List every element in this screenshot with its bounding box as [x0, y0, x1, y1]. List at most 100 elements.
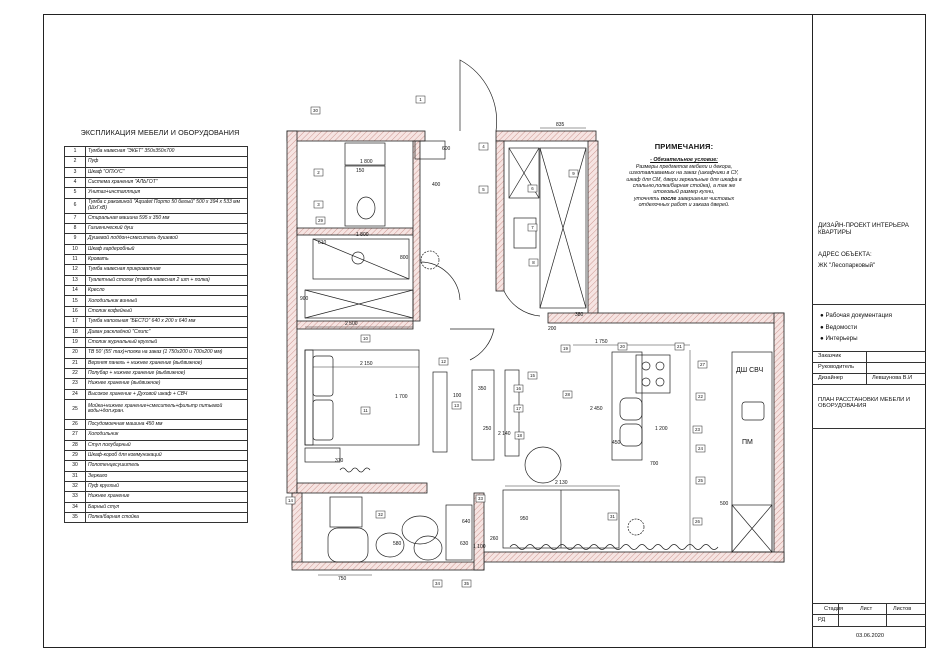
element-tag-number: 11	[363, 408, 368, 413]
stage-header: Стадия	[824, 606, 844, 612]
element-tag: 18	[514, 431, 525, 440]
element-tag-number: 12	[441, 359, 446, 364]
element-tag-number: 1	[419, 97, 422, 102]
element-tag-number: 9	[572, 171, 575, 176]
tv-stand	[504, 369, 520, 457]
element-tag-number: 3	[317, 202, 320, 207]
date: 03.06.2020	[856, 633, 884, 639]
dimension-label: 600	[442, 146, 451, 152]
wall-east-upper	[587, 140, 599, 322]
bedroom-tv	[471, 369, 495, 461]
element-tag: 12	[438, 357, 449, 366]
customer-label: Заказчик	[818, 353, 841, 359]
element-tag: 1	[415, 95, 426, 104]
element-tag: 30	[310, 106, 321, 115]
doors	[419, 59, 541, 361]
dimension-label: 835	[556, 122, 565, 128]
dimension-label: 1 800	[360, 159, 373, 165]
element-tag: 19	[560, 344, 571, 353]
element-tag-number: 33	[478, 496, 483, 501]
element-tag: 13	[451, 401, 462, 410]
storage-algot	[344, 165, 386, 227]
bath-cabinet	[344, 142, 386, 166]
element-tag: 34	[432, 579, 443, 588]
wall-north-mid	[495, 130, 597, 142]
element-tag: 16	[513, 384, 524, 393]
wall-west	[286, 130, 298, 494]
element-tag-number: 22	[698, 394, 703, 399]
element-tag: 23	[692, 425, 703, 434]
element-tag: 15	[527, 371, 538, 380]
wardrobe-tall	[539, 147, 587, 309]
title-block-vline	[838, 603, 839, 626]
dimension-label: 700	[650, 461, 659, 467]
notes-heading: ПРИМЕЧАНИЯ:	[654, 142, 714, 151]
legend-title: ЭКСПЛИКАЦИЯ МЕБЕЛИ И ОБОРУДОВАНИЯ	[80, 128, 240, 137]
appliance-label-oven: ДШ СВЧ	[736, 367, 764, 374]
dimension-label: 640	[462, 519, 471, 525]
wall-bath-east	[412, 140, 421, 322]
balcony-storage	[445, 504, 473, 561]
dimension-label: 380	[575, 312, 584, 318]
element-tag-number: 7	[531, 225, 534, 230]
element-tag: 3	[313, 200, 324, 209]
element-tag: 26	[692, 517, 703, 526]
title-block-divider	[812, 362, 926, 363]
pillow-2	[312, 399, 334, 441]
wall-bedroom-south	[296, 482, 428, 494]
curtain-bedroom	[339, 467, 371, 473]
armchair-2	[413, 535, 443, 561]
element-tag: 7	[527, 223, 538, 232]
kitchen-column	[731, 351, 773, 553]
element-tag: 6	[527, 184, 538, 193]
dimension-label: 900	[300, 296, 309, 302]
element-tag-number: 10	[363, 336, 368, 341]
element-tag-number: 18	[517, 433, 522, 438]
dimension-lines	[305, 127, 691, 576]
element-tag: 5	[478, 185, 489, 194]
sheet-header: Лист	[860, 606, 873, 612]
title-block-divider	[812, 351, 926, 352]
element-tag-number: 31	[610, 514, 615, 519]
dimension-label: 1 750	[595, 339, 608, 345]
bar-stool-1	[619, 397, 643, 421]
notes-body-2: уточнять после завершения чистовых отдел…	[622, 196, 746, 209]
shower-tray	[312, 238, 410, 280]
pillow-1	[312, 355, 334, 397]
bathroom-fixtures	[304, 140, 446, 319]
pouf-round	[375, 532, 405, 558]
dimension-label: 500	[720, 501, 729, 507]
dimension-label: 400	[432, 182, 441, 188]
section-item: ● Ведомости	[820, 323, 858, 331]
bedroom-door	[450, 328, 495, 361]
element-tag: 14	[285, 496, 296, 505]
element-tag: 33	[475, 494, 486, 503]
element-tag-number: 35	[464, 581, 469, 586]
wall-north-kitchen	[547, 312, 785, 324]
dimension-label: 2 150	[360, 361, 373, 367]
element-tag: 9	[568, 169, 579, 178]
dimension-label: 1 800	[356, 232, 369, 238]
element-tag: 22	[695, 392, 706, 401]
element-tag: 31	[607, 512, 618, 521]
wardrobe-corridor	[508, 147, 540, 199]
element-tag-number: 24	[698, 446, 703, 451]
notes-block: ПРИМЕЧАНИЯ: - Обязательное условие: Разм…	[622, 142, 746, 209]
manager-label: Руководитель	[818, 364, 855, 370]
element-tag: 29	[315, 216, 326, 225]
shower-drain	[351, 251, 365, 265]
hob-unit	[635, 354, 671, 394]
title-block-divider	[812, 603, 926, 604]
dimension-label: 200	[548, 326, 557, 332]
element-tag: 17	[513, 404, 524, 413]
fridge	[731, 504, 773, 553]
walls	[286, 130, 785, 571]
notes-after: после	[660, 195, 677, 202]
dimension-label: 250	[483, 426, 492, 432]
toilet	[356, 196, 376, 220]
